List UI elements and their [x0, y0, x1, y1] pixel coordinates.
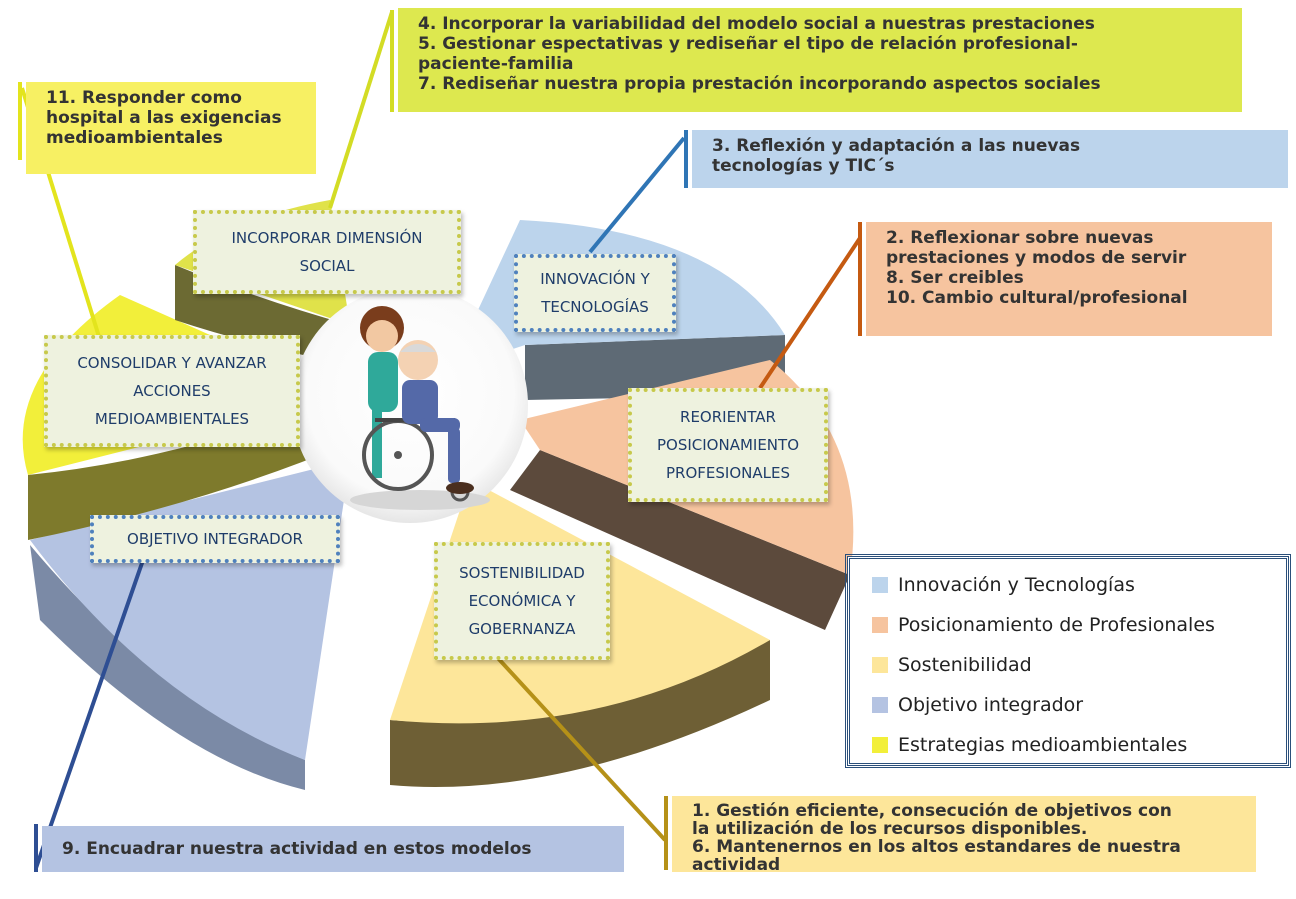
note-integrador: 9. Encuadrar nuestra actividad en estos …	[42, 826, 624, 872]
legend-swatch	[872, 657, 888, 673]
legend: Innovación y Tecnologías Posicionamiento…	[845, 554, 1291, 768]
nurse-wheelchair-icon	[350, 306, 490, 510]
slice-profesionales-side	[510, 450, 850, 630]
label-innovacion-tecnologias: INNOVACIÓN Y TECNOLOGÍAS	[514, 254, 676, 332]
connector-innov	[588, 136, 686, 254]
legend-label: Sostenibilidad	[898, 654, 1032, 676]
legend-item-sostenibilidad: Sostenibilidad	[872, 645, 1286, 685]
slice-sostenibilidad-side	[390, 640, 770, 787]
label-incorporar-dimension-social: INCORPORAR DIMENSIÓN SOCIAL	[193, 210, 461, 294]
note-medioambiental: 11. Responder como hospital a las exigen…	[26, 82, 316, 174]
legend-label: Objetivo integrador	[898, 694, 1084, 716]
connector-integ	[34, 539, 152, 869]
note-dimension-social: 4. Incorporar la variabilidad del modelo…	[398, 8, 1242, 112]
legend-item-profesionales: Posicionamiento de Profesionales	[872, 605, 1286, 645]
label-reorientar-profesionales: REORIENTAR POSICIONAMIENTO PROFESIONALES	[628, 388, 828, 502]
legend-swatch	[872, 697, 888, 713]
legend-label: Estrategias medioambientales	[898, 734, 1188, 756]
label-consolidar-medioambientales: CONSOLIDAR Y AVANZAR ACCIONES MEDIOAMBIE…	[44, 335, 300, 447]
connector-sost	[494, 654, 667, 842]
legend-item-innovacion: Innovación y Tecnologías	[872, 565, 1286, 605]
legend-item-integrador: Objetivo integrador	[872, 685, 1286, 725]
label-sostenibilidad-gobernanza: SOSTENIBILIDAD ECONÓMICA Y GOBERNANZA	[434, 542, 610, 660]
legend-item-medioambiental: Estrategias medioambientales	[872, 725, 1286, 765]
slice-integrador-side	[30, 545, 305, 790]
legend-swatch	[872, 577, 888, 593]
connector-prof	[758, 236, 862, 390]
note-sostenibilidad: 1. Gestión eficiente, consecución de obj…	[672, 796, 1256, 874]
legend-swatch	[872, 617, 888, 633]
label-objetivo-integrador: OBJETIVO INTEGRADOR	[90, 515, 340, 563]
legend-label: Innovación y Tecnologías	[898, 574, 1135, 596]
note-profesionales: 2. Reflexionar sobre nuevas prestaciones…	[866, 222, 1272, 336]
legend-label: Posicionamiento de Profesionales	[898, 614, 1215, 636]
note-innovacion: 3. Reflexión y adaptación a las nuevas t…	[692, 130, 1288, 188]
legend-swatch	[872, 737, 888, 753]
connector-social	[328, 11, 394, 209]
